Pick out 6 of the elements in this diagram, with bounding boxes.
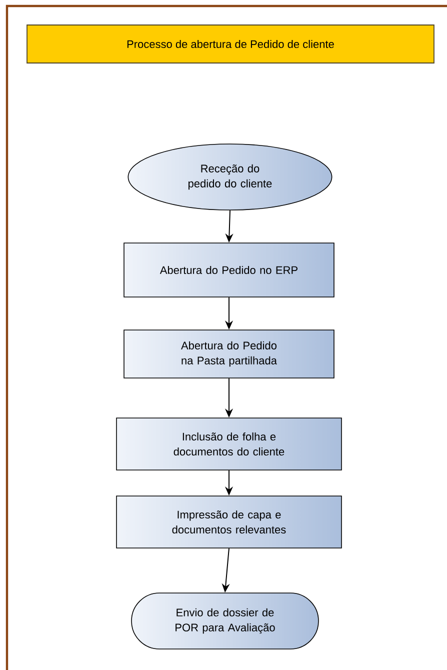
end-terminator: Envio de dossier de POR para Avaliação: [131, 592, 319, 650]
process-box: Inclusão de folha e documentos do cliente: [116, 418, 342, 470]
title-banner: Processo de abertura de Pedido de cliente: [26, 24, 434, 64]
process-box: Abertura do Pedido na Pasta partilhada: [124, 330, 334, 378]
process-box: Abertura do Pedido no ERP: [124, 242, 334, 298]
process-box: Impressão de capa e documentos relevantes: [116, 496, 342, 548]
